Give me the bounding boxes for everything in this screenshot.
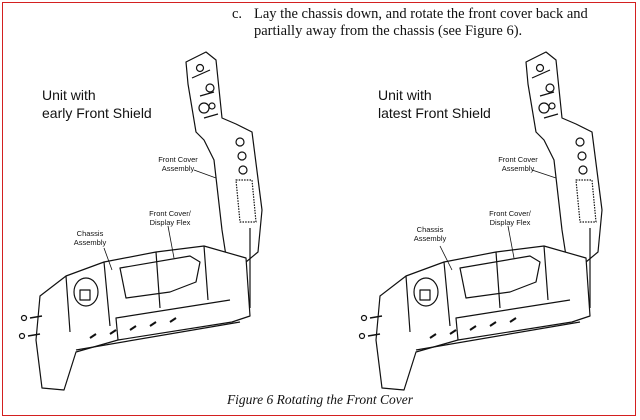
left-label-front-cover-assembly: Front Cover Assembly [158,155,198,173]
page-border [2,2,636,416]
left-unit-heading: Unit with early Front Shield [42,87,152,121]
right-label-front-cover-assembly: Front Cover Assembly [498,155,538,173]
instruction-step: c. Lay the chassis down, and rotate the … [232,6,632,40]
left-label-front-cover-display-flex: Front Cover/ Display Flex [149,209,191,227]
step-text: Lay the chassis down, and rotate the fro… [254,6,588,39]
right-label-front-cover-display-flex: Front Cover/ Display Flex [489,209,531,227]
step-marker: c. [232,6,243,22]
right-label-chassis-assembly: Chassis Assembly [413,225,447,243]
figure-caption: Figure 6 Rotating the Front Cover [226,392,414,407]
left-label-chassis-assembly: Chassis Assembly [73,229,107,247]
right-unit-heading: Unit with latest Front Shield [378,87,491,121]
